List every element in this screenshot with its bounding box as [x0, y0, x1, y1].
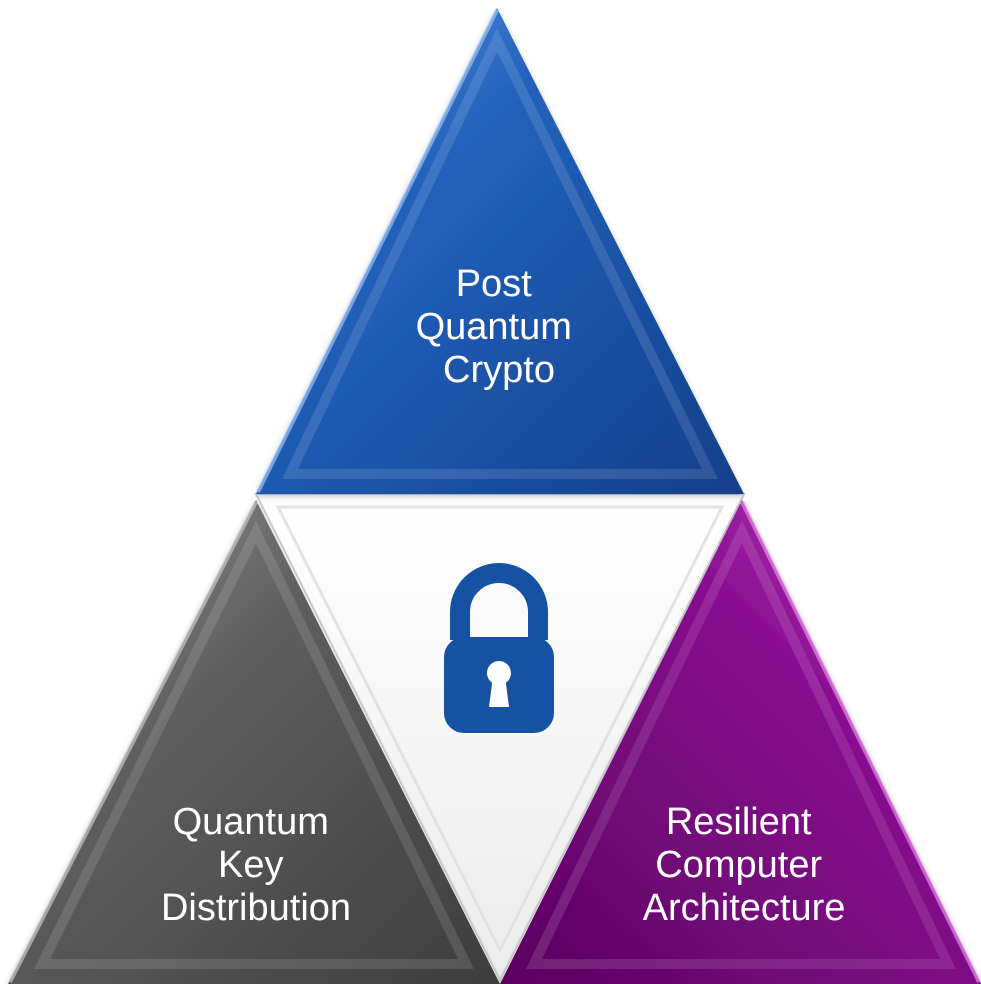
top-segment-label: Post Quantum Crypto — [416, 263, 583, 391]
right-label-line-2: Computer — [655, 844, 822, 886]
right-segment-label: Resilient Computer Architecture — [643, 801, 846, 929]
left-segment-label: Quantum Key Distribution — [161, 801, 351, 929]
top-segment — [256, 8, 744, 494]
top-label-line-2: Quantum — [416, 306, 572, 348]
top-label-line-1: Post — [456, 263, 532, 305]
lock-icon — [444, 563, 554, 733]
right-label-line-3: Architecture — [643, 887, 846, 929]
left-label-line-1: Quantum — [173, 801, 329, 843]
left-label-line-2: Key — [218, 844, 283, 886]
right-label-line-1: Resilient — [666, 801, 812, 843]
left-label-line-3: Distribution — [161, 887, 351, 929]
top-label-line-3: Crypto — [443, 349, 555, 391]
left-segment — [8, 500, 500, 984]
right-segment — [500, 500, 981, 984]
